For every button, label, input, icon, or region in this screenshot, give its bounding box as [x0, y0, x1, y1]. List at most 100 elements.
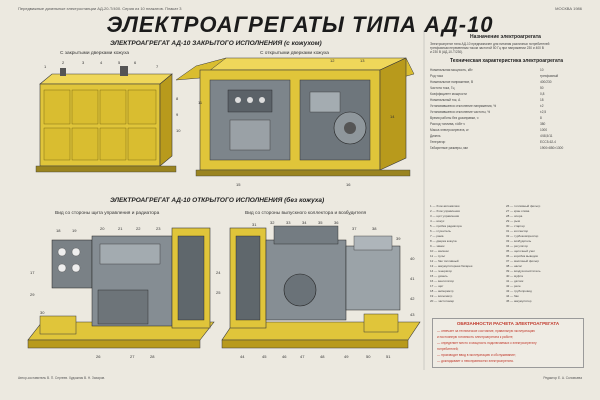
callout-label: 7: [156, 64, 159, 69]
callout-label: 39: [396, 236, 401, 241]
spec-row-label: Частота тока, Гц: [430, 86, 455, 90]
header-right: МОСКВА 1986: [555, 6, 582, 11]
callout-label: 8: [176, 96, 179, 101]
spec-row-value: 0,8: [540, 92, 545, 96]
spec-row-value: 18: [540, 98, 544, 102]
duty-line: — докладывает о неисправностях электроаг…: [437, 359, 514, 363]
legend-item: 13 — аккумуляторная батарея: [430, 264, 473, 268]
callout-label: 51: [386, 354, 391, 359]
purpose-line: трехфазным переменным током частотой 50 …: [430, 46, 544, 50]
spec-row-value: 8: [540, 116, 542, 120]
callout-label: 13: [360, 58, 365, 63]
spec-row-label: Коэффициент мощности: [430, 92, 467, 96]
legend-item: 38 — насос: [506, 264, 523, 268]
callout-label: 32: [270, 220, 275, 225]
duty-line: — определяет место и мощность подключаем…: [437, 341, 537, 345]
callout-label: 40: [410, 256, 415, 261]
spec-row-value: ЕСС5-62-4: [540, 140, 556, 144]
legend-item: 31 — коллектор: [506, 229, 529, 233]
spec-row-value: 1000: [540, 128, 548, 132]
spec-row-label: Установившееся отклонение напряжения, %: [430, 104, 497, 108]
legend-item: 30 — стартер: [506, 224, 525, 228]
open-right-caption: Вид со стороны выпускного коллектора и в…: [245, 211, 367, 216]
callout-label: 41: [410, 276, 415, 281]
purpose-line: и 230 В (АД-10-Т/230).: [430, 50, 464, 54]
callout-label: 10: [176, 128, 181, 133]
spec-row-value: 1900×850×1300: [540, 146, 564, 150]
callout-label: 15: [236, 182, 241, 187]
spec-row-label: Номинальный ток, А: [430, 98, 461, 102]
callout-label: 11: [198, 100, 203, 105]
callout-label: 47: [300, 354, 305, 359]
callout-label: 29: [30, 292, 35, 297]
spec-row-value: ±2,5: [540, 110, 547, 114]
callout-label: 3: [82, 60, 85, 65]
duty-line: и постоянную готовность электроагрегата …: [437, 335, 514, 339]
closed-section-title: ЭЛЕКТРОАГРЕГАТ АД-10 ЗАКРЫТОГО ИСПОЛНЕНИ…: [110, 40, 322, 47]
legend-item: 2 — блок управления: [430, 209, 460, 213]
callout-label: 14: [390, 114, 395, 119]
spec-row-value: 10: [540, 68, 544, 72]
closed-left-caption: С закрытыми дверками кожуха: [60, 51, 130, 56]
callout-label: 25: [216, 290, 221, 295]
closed-generator-open-doors: [175, 57, 415, 177]
callout-label: 34: [302, 220, 307, 225]
callout-label: 28: [150, 354, 155, 359]
legend-item: 32 — турбокомпрессор: [506, 234, 539, 238]
callout-label: 21: [118, 226, 123, 231]
legend-item: 40 — муфта: [506, 274, 523, 278]
poster-title: ЭЛЕКТРОАГРЕГАТЫ ТИПА АД-10: [106, 12, 494, 37]
legend-item: 28 — опора: [506, 214, 523, 218]
spec-row-label: Масса электроагрегата, кг: [430, 128, 469, 132]
legend-item: 12 — бак топливный: [430, 259, 459, 263]
legend-item: 1 — блок автоматики: [430, 204, 460, 208]
callout-label: 30: [40, 310, 45, 315]
spec-row-value: 50: [540, 86, 544, 90]
spec-row-label: Номинальная мощность, кВт: [430, 68, 473, 72]
legend-item: 5 — пробка радиатора: [430, 224, 462, 228]
spec-row-label: Род тока: [430, 74, 443, 78]
legend-item: 15 — дизель: [430, 274, 448, 278]
spec-row-label: Установившееся отклонение частоты, %: [430, 110, 491, 114]
open-left-caption: Вид со стороны щита управления и радиато…: [55, 211, 160, 216]
callout-label: 16: [346, 182, 351, 187]
callout-label: 22: [136, 226, 141, 231]
open-generator-right-view: [221, 225, 421, 349]
footer-left: Автор-составитель В. П. Сергеев. Художни…: [18, 376, 106, 380]
header-line: Передвижные дизельные электростанции АД-…: [18, 4, 582, 14]
open-generator-left-view: [27, 227, 215, 349]
callout-label: 35: [318, 220, 323, 225]
callout-label: 36: [334, 220, 339, 225]
footer-right: Редактор Е. А. Соловьева: [543, 376, 582, 380]
legend-item: 27 — кран слива: [506, 209, 530, 213]
duty-line: потребителей;: [437, 347, 459, 351]
closed-right-caption: С открытыми дверками кожуха: [260, 51, 329, 56]
legend-item: 7 — рама: [430, 234, 444, 238]
callout-label: 18: [56, 228, 61, 233]
legend-item: 8 — дверка кожуха: [430, 239, 457, 243]
legend-item: 29 — рым: [506, 219, 520, 223]
callout-label: 37: [352, 226, 357, 231]
spec-row-label: Генератор: [430, 140, 446, 144]
legend-item: 37 — масляный фильтр: [506, 259, 540, 263]
callout-label: 33: [286, 220, 291, 225]
legend-item: 4 — кожух: [430, 219, 445, 223]
callout-label: 4: [100, 60, 103, 65]
legend-item: 17 — щит: [430, 284, 444, 288]
legend-item: 6 — глушитель: [430, 229, 451, 233]
spec-row-label: Время работы без дозаправки, ч: [430, 116, 479, 120]
legend-item: 11 — пульт: [430, 254, 446, 258]
callout-label: 42: [410, 296, 415, 301]
spec-row-label: Номинальное напряжение, В: [430, 80, 474, 84]
callout-label: 31: [252, 222, 257, 227]
callout-label: 12: [330, 58, 335, 63]
callout-label: 38: [372, 226, 377, 231]
legend-item: 19 — вольтметр: [430, 294, 453, 298]
callout-label: 24: [216, 270, 221, 275]
duties-title: ОБЯЗАННОСТИ РАСЧЕТА ЭЛЕКТРОАГРЕГАТА: [456, 321, 560, 326]
open-section-title: ЭЛЕКТРОАГРЕГАТ АД-10 ОТКРЫТОГО ИСПОЛНЕНИ…: [110, 197, 325, 204]
callout-label: 45: [262, 354, 267, 359]
spec-row-value: ±2: [540, 104, 544, 108]
